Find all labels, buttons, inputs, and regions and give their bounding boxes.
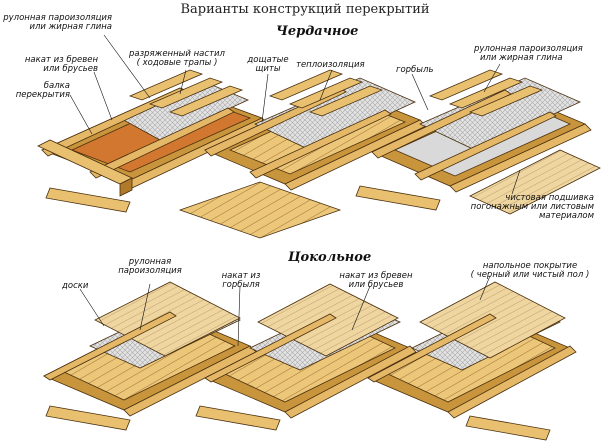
label-attic-slab: горбыль xyxy=(396,65,434,75)
label-line: накат из xyxy=(221,271,261,281)
label-line: пароизоляция xyxy=(118,266,182,276)
label-line: рулонная пароизоляция xyxy=(474,44,583,54)
label-attic-log-roll: накат из бревен или брусьев xyxy=(0,56,98,74)
label-attic-board-panels: дощатые щиты xyxy=(240,56,296,74)
label-line: дощатые xyxy=(247,55,289,65)
label-basement-floor-covering: напольное покрытие ( черный или чистый п… xyxy=(468,262,592,280)
label-line: щиты xyxy=(255,64,281,74)
label-basement-vapor-barrier: рулонная пароизоляция xyxy=(110,258,190,276)
section-title-attic: Чердачное xyxy=(276,24,359,39)
label-attic-insulation: теплоизоляция xyxy=(296,60,365,70)
label-line: погонажным или листовым xyxy=(470,202,594,212)
label-line: рулонная xyxy=(128,257,172,267)
label-line: или брусьев xyxy=(43,64,98,74)
label-leader-lines xyxy=(69,34,521,347)
label-attic-sparse-decking: разряженный настил ( ходовые трапы ) xyxy=(122,50,232,68)
label-attic-finish-lining: чистовая подшивка погонажным или листовы… xyxy=(470,194,594,221)
label-basement-boards: доски xyxy=(62,281,89,291)
label-line: ( ходовые трапы ) xyxy=(136,58,218,68)
basement-unit-1 xyxy=(43,281,257,431)
label-basement-log-roll: накат из бревен или брусьев xyxy=(336,272,416,290)
label-line: или жирная глина xyxy=(480,53,563,63)
label-line: накат из бревен xyxy=(24,55,98,65)
diagram-title: Варианты конструкций перекрытий xyxy=(180,2,430,17)
label-attic-vapor-barrier-2: рулонная пароизоляция или жирная глина xyxy=(474,45,583,63)
label-line: или жирная глина xyxy=(29,22,112,32)
label-line: чистовая подшивка xyxy=(505,193,594,203)
label-line: напольное покрытие xyxy=(482,261,578,271)
label-basement-slab-roll: накат из горбыля xyxy=(212,272,270,290)
label-line: накат из бревен xyxy=(339,271,413,281)
label-line: горбыля xyxy=(222,280,260,290)
label-line: перекрытия xyxy=(15,90,70,100)
label-line: балка xyxy=(43,81,70,91)
attic-unit-3 xyxy=(371,69,601,215)
label-line: рулонная пароизоляция xyxy=(3,13,112,23)
label-line: разряженный настил xyxy=(129,49,225,59)
label-attic-beam: балка перекрытия xyxy=(0,82,70,100)
label-line: или брусьев xyxy=(348,280,404,290)
label-line: ( черный или чистый пол ) xyxy=(470,270,590,280)
label-attic-vapor-barrier: рулонная пароизоляция или жирная глина xyxy=(0,14,112,32)
basement-unit-3 xyxy=(367,281,577,441)
attic-unit-2 xyxy=(178,69,441,239)
section-title-basement: Цокольное xyxy=(288,250,372,265)
basement-unit-2 xyxy=(195,283,417,431)
attic-unit-1 xyxy=(37,69,269,213)
label-line: материалом xyxy=(539,211,594,221)
